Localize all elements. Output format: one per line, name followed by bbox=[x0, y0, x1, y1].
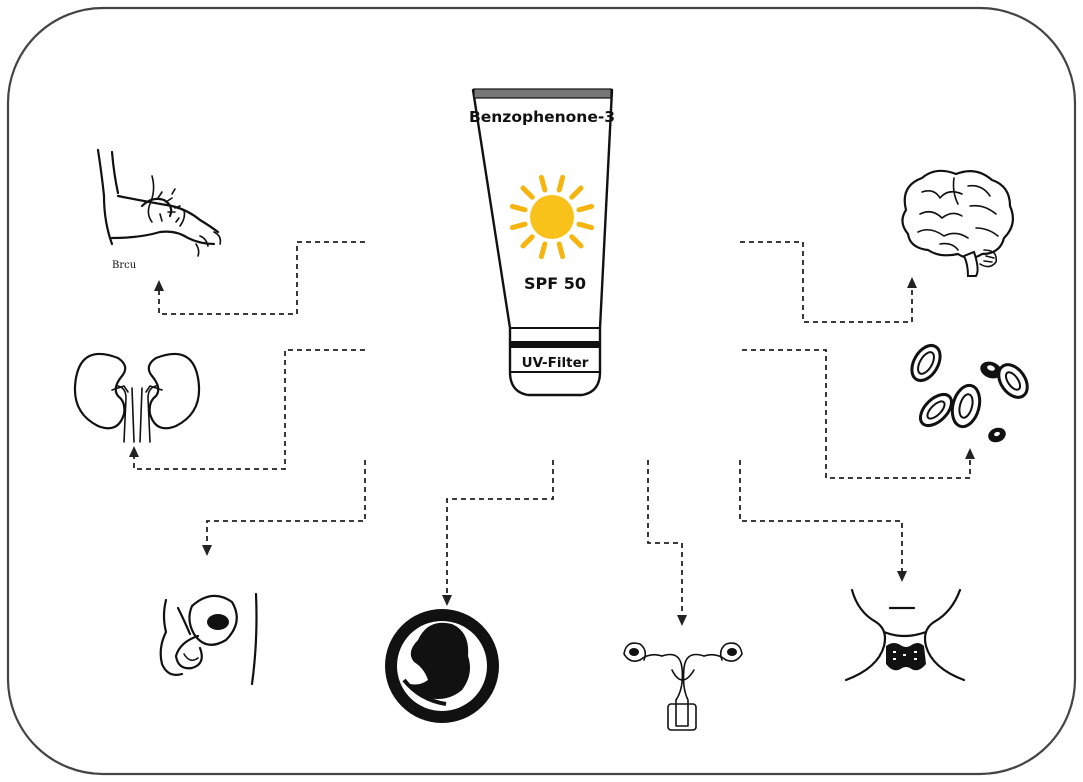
tube-crimp bbox=[474, 89, 611, 98]
arrow-skin bbox=[154, 280, 164, 291]
connector-male bbox=[207, 460, 365, 546]
uterus-icon bbox=[624, 643, 742, 730]
uv-filter-label: UV-Filter bbox=[522, 355, 589, 371]
arrow-kidneys bbox=[129, 446, 139, 457]
sun-ray bbox=[579, 206, 592, 209]
connector-thyroid bbox=[740, 460, 902, 572]
arrow-thyroid bbox=[897, 571, 907, 582]
sun-ray bbox=[559, 177, 562, 190]
fetus-icon bbox=[385, 609, 499, 723]
connector-skin bbox=[159, 242, 365, 314]
sunscreen-tube: Benzophenone-3 SPF 50 UV-Filter bbox=[469, 89, 615, 395]
arrow-blood bbox=[965, 448, 975, 459]
sun-ray bbox=[512, 206, 525, 209]
male-reproductive-icon bbox=[161, 594, 257, 684]
tube-cap-label: Benzophenone-3 bbox=[469, 108, 615, 126]
arrow-brain bbox=[907, 277, 917, 288]
skin-caption: Brcu bbox=[112, 260, 137, 271]
tube-band bbox=[510, 341, 600, 348]
arrow-uterus bbox=[677, 615, 687, 626]
connector-fetus bbox=[447, 460, 553, 596]
connector-kidneys bbox=[134, 350, 365, 469]
blood-cells-icon bbox=[906, 341, 1033, 445]
tube-body bbox=[473, 90, 612, 395]
sun-ray bbox=[541, 244, 544, 257]
spf-label: SPF 50 bbox=[524, 274, 586, 293]
sun-ray bbox=[541, 177, 544, 190]
sun-ray bbox=[559, 244, 562, 257]
sun-ray bbox=[579, 224, 592, 227]
brain-icon bbox=[902, 171, 1012, 276]
thyroid-icon bbox=[846, 590, 964, 680]
arrow-male bbox=[202, 545, 212, 556]
connector-brain bbox=[740, 242, 912, 322]
skin-allergy-icon: Brcu bbox=[98, 150, 220, 271]
sun-ray bbox=[512, 224, 525, 227]
kidneys-icon bbox=[75, 354, 199, 442]
arrow-fetus bbox=[442, 595, 452, 606]
connector-uterus bbox=[648, 460, 682, 616]
